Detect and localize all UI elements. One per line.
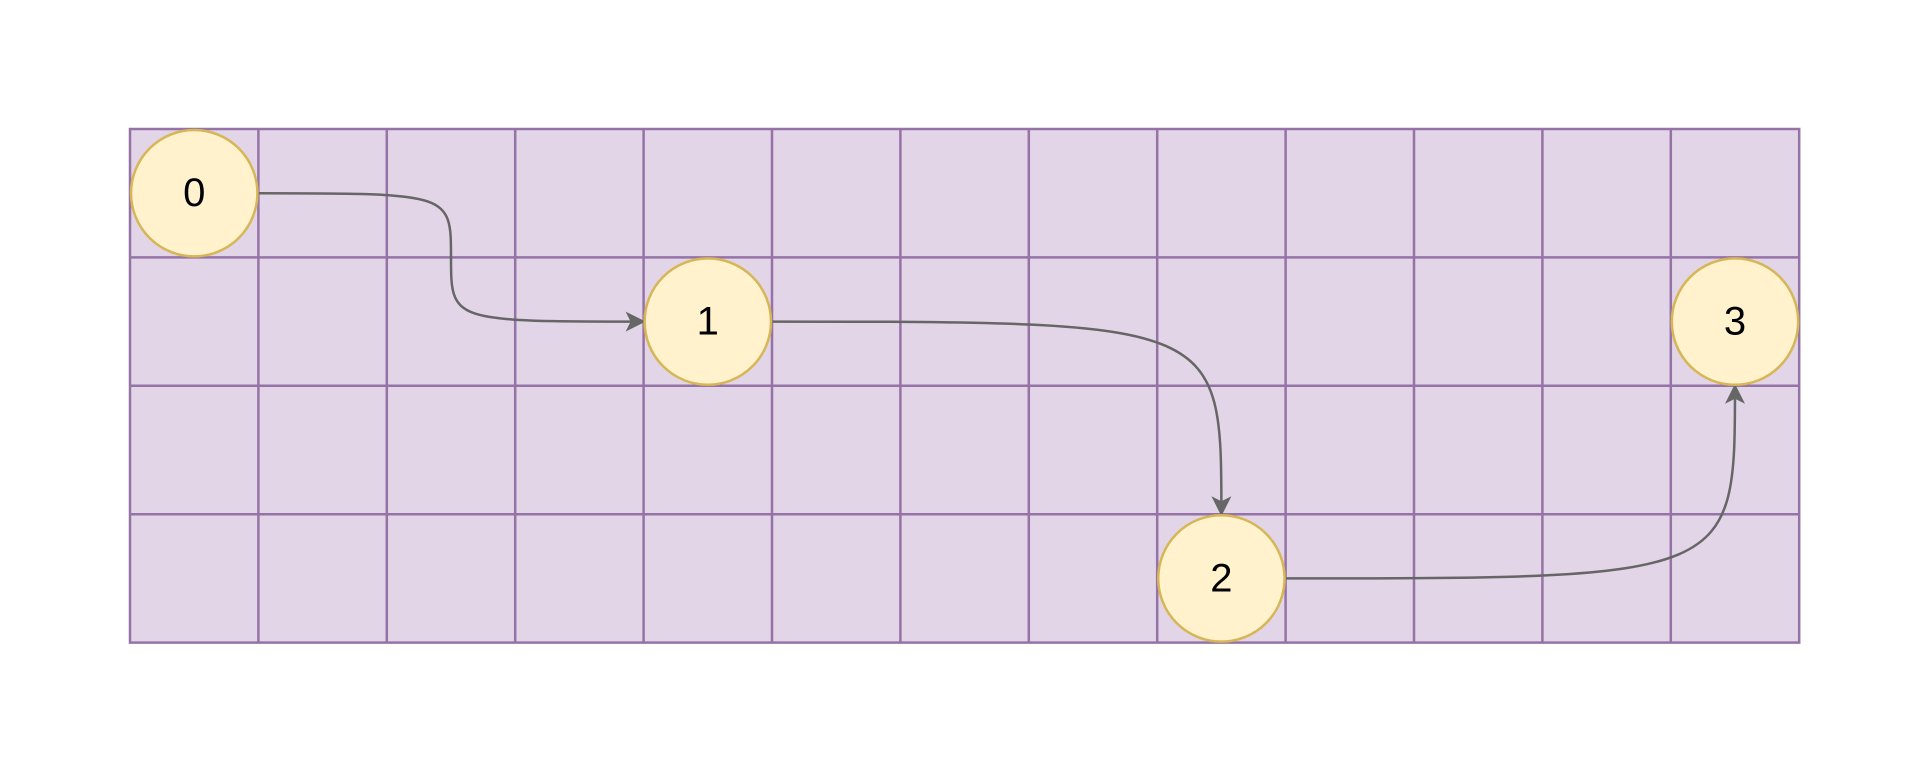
node-3: 3 bbox=[1670, 257, 1800, 387]
node-label: 2 bbox=[1210, 556, 1232, 600]
edge-n2-to-n3 bbox=[1285, 383, 1745, 580]
node-circle bbox=[643, 257, 773, 387]
edges bbox=[258, 191, 1745, 580]
grid bbox=[128, 127, 1801, 644]
node-label: 0 bbox=[183, 171, 205, 215]
node-circle bbox=[1670, 257, 1800, 387]
nodes: 0 1 2 3 bbox=[129, 128, 1800, 643]
edge-n0-to-n1 bbox=[258, 191, 646, 332]
edge-n1-to-n2 bbox=[771, 320, 1232, 517]
node-label: 1 bbox=[697, 300, 719, 344]
node-label: 3 bbox=[1724, 300, 1746, 344]
grid-lines bbox=[130, 129, 1800, 643]
node-circle bbox=[1156, 513, 1286, 643]
node-1: 1 bbox=[643, 257, 773, 387]
node-circle bbox=[129, 128, 259, 258]
node-2: 2 bbox=[1156, 513, 1286, 643]
node-0: 0 bbox=[129, 128, 259, 258]
